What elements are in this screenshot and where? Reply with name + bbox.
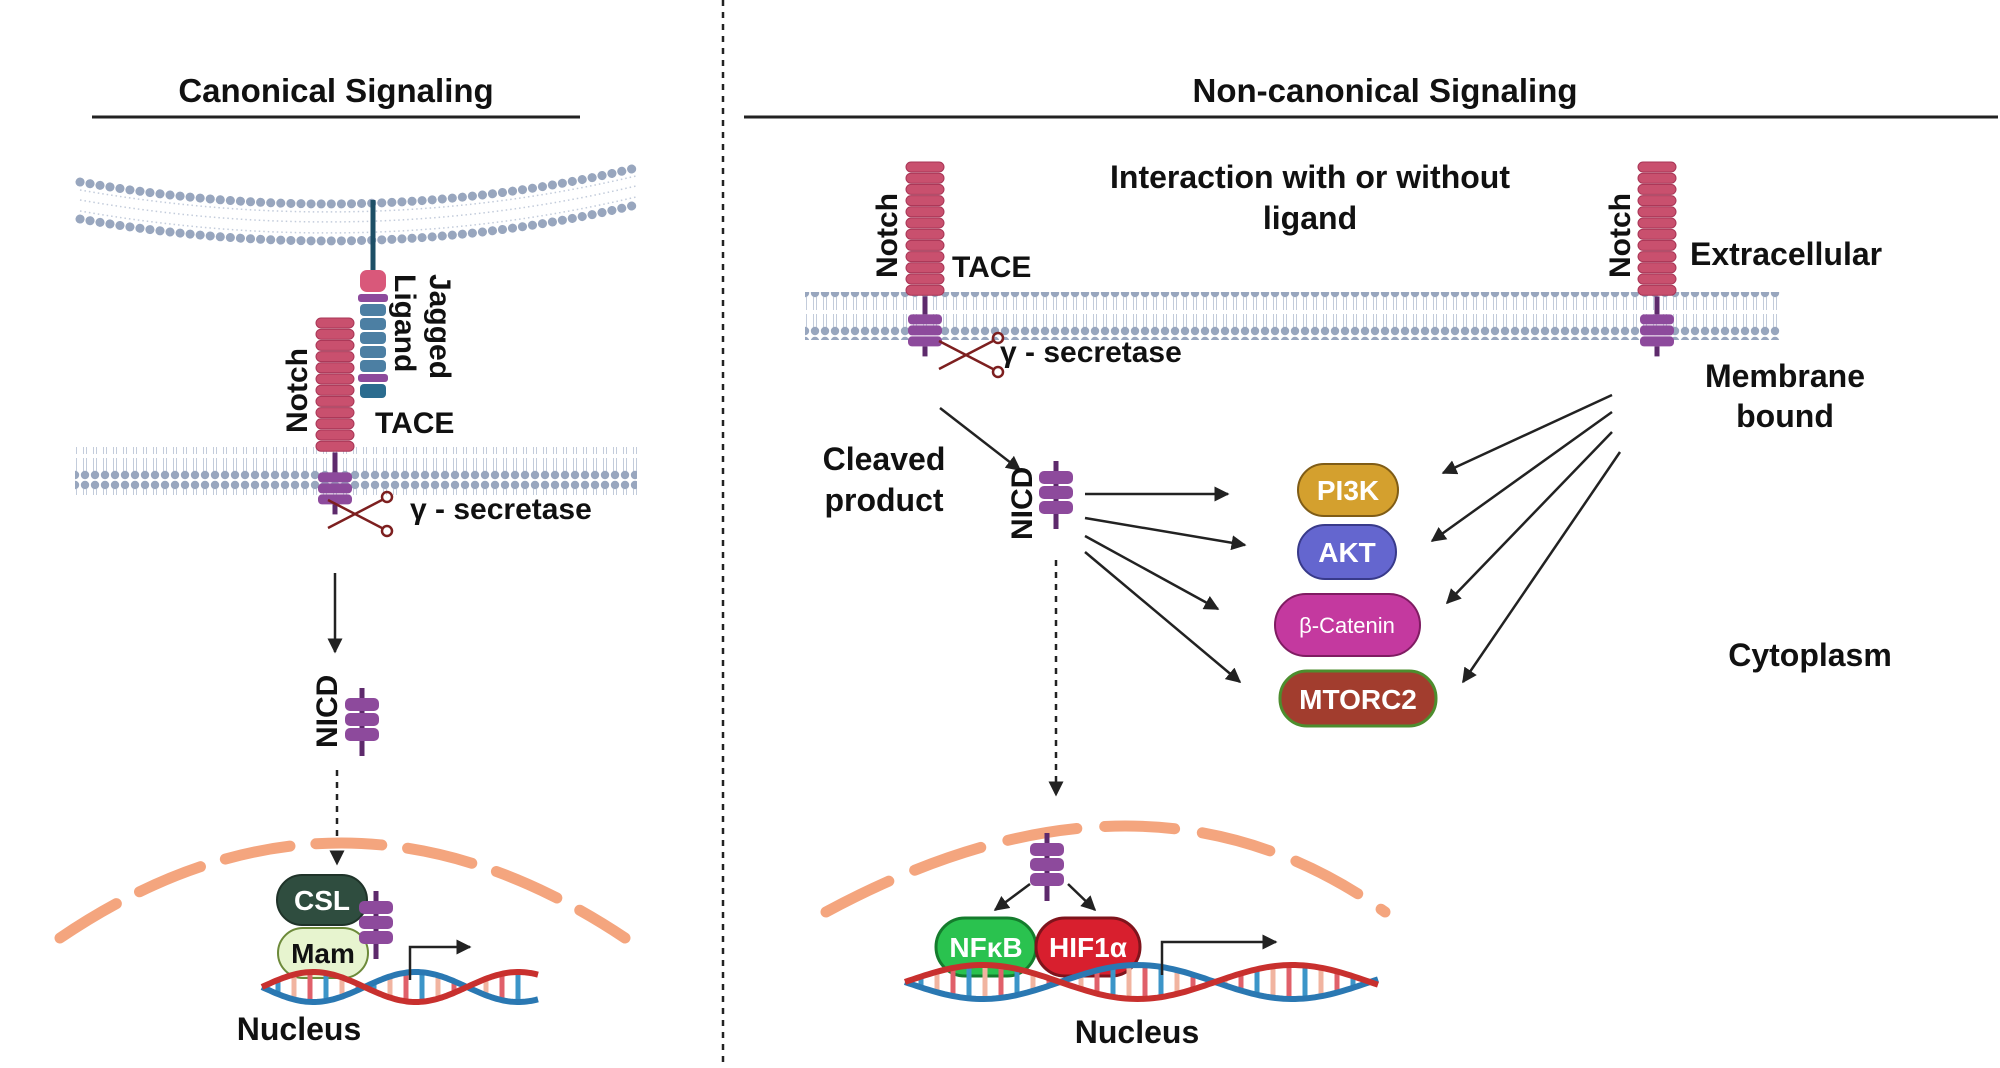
canonical-nuclear-nicd-icon <box>359 891 393 959</box>
noncanonical-transcription-arrow <box>1160 934 1278 975</box>
cleavage-arrow <box>939 407 1022 471</box>
noncanonical-nucleus-label: Nucleus <box>1075 1014 1199 1050</box>
target-pi3k-label: PI3K <box>1317 475 1379 506</box>
jagged-ligand <box>358 200 388 398</box>
jagged-label: Jagged <box>423 274 456 379</box>
csl-complex: CSL <box>276 874 368 926</box>
canonical-tace-label: TACE <box>375 407 454 440</box>
target-beta-catenin: β-Catenin <box>1274 593 1421 657</box>
cleaved-line-2: product <box>824 482 943 518</box>
canonical-nuclear-envelope <box>54 837 631 944</box>
extracellular-label: Extracellular <box>1690 236 1882 272</box>
target-mtorc2: MTORC2 <box>1278 669 1438 728</box>
interaction-line-2: ligand <box>1263 200 1357 236</box>
noncanonical-notch-right <box>1637 161 1677 357</box>
canonical-upper-membrane <box>75 163 641 246</box>
canonical-notch-receptor <box>315 317 355 515</box>
canonical-nicd-label: NICD <box>311 675 344 748</box>
canonical-nicd-icon <box>345 688 379 756</box>
cytoplasm-label: Cytoplasm <box>1728 637 1892 673</box>
membrane-bound-arrows <box>1430 393 1622 684</box>
canonical-dna <box>260 969 539 1005</box>
nicd-target-arrows <box>1084 486 1247 683</box>
membrane-bound-line-2: bound <box>1736 398 1834 434</box>
hif1a-label: HIF1α <box>1049 932 1127 963</box>
mam-label: Mam <box>291 938 355 969</box>
nfkb-factor: NFκB <box>934 916 1038 978</box>
nicd-to-nfkb-arrow <box>993 882 1031 912</box>
noncanonical-tace-label: TACE <box>952 251 1031 284</box>
noncanonical-nicd-icon <box>1039 461 1073 529</box>
noncanonical-nuclear-envelope <box>820 820 1391 918</box>
nfkb-label: NFκB <box>949 932 1022 963</box>
canonical-scissors-icon <box>327 490 394 538</box>
target-beta-catenin-label: β-Catenin <box>1299 613 1395 638</box>
noncanonical-dna <box>903 961 1379 1003</box>
noncanonical-nuclear-nicd-icon <box>1030 833 1064 901</box>
hif1a-factor: HIF1α <box>1034 916 1142 978</box>
target-akt-label: AKT <box>1318 537 1376 568</box>
target-mtorc2-label: MTORC2 <box>1299 684 1417 715</box>
membrane-bound-line-1: Membrane <box>1705 358 1865 394</box>
noncanonical-notch-left-label: Notch <box>871 193 904 278</box>
canonical-lower-membrane <box>75 447 637 495</box>
ligand-label: Ligand <box>388 274 421 372</box>
noncanonical-membrane <box>805 292 1780 340</box>
noncanonical-secretase-label: γ - secretase <box>1000 336 1182 369</box>
mam-complex: Mam <box>277 927 369 979</box>
csl-label: CSL <box>294 885 350 916</box>
target-pi3k: PI3K <box>1297 463 1399 517</box>
nicd-to-hif-arrow <box>1067 883 1097 912</box>
interaction-line-1: Interaction with or without <box>1110 159 1510 195</box>
cleaved-line-1: Cleaved <box>823 441 946 477</box>
noncanonical-title: Non-canonical Signaling <box>1192 72 1577 109</box>
target-akt: AKT <box>1297 524 1397 580</box>
canonical-transcription-arrow <box>408 939 472 980</box>
canonical-notch-label: Notch <box>281 348 314 433</box>
noncanonical-scissors-icon <box>938 331 1005 379</box>
canonical-title: Canonical Signaling <box>178 72 493 109</box>
noncanonical-nicd-label: NICD <box>1006 467 1039 540</box>
canonical-secretase-label: γ - secretase <box>410 493 592 526</box>
noncanonical-notch-left <box>905 161 945 357</box>
canonical-nucleus-label: Nucleus <box>237 1011 361 1047</box>
noncanonical-notch-right-label: Notch <box>1604 193 1637 278</box>
